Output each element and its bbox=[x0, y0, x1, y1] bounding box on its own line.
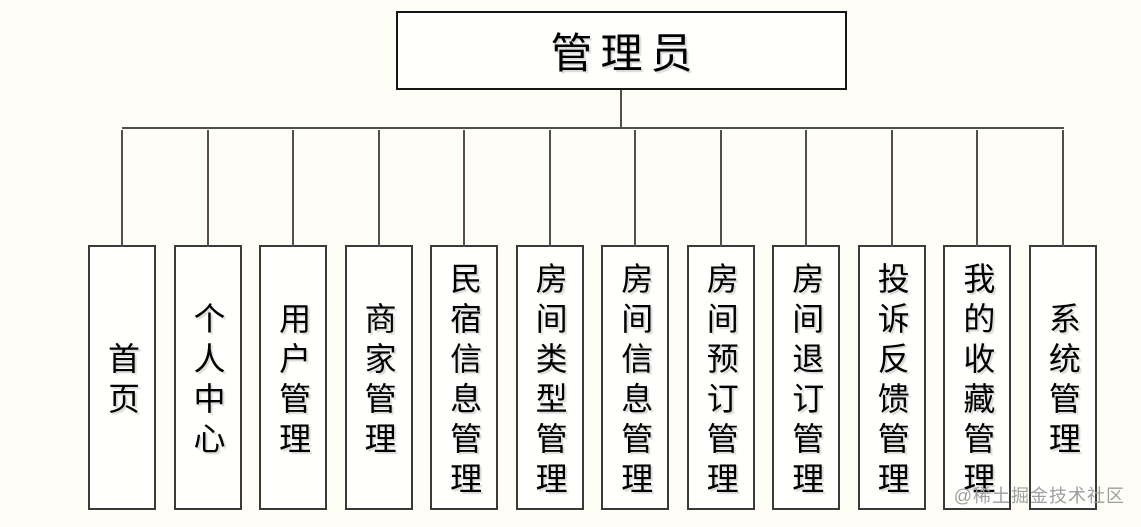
root-node-label: 管理员 bbox=[550, 30, 701, 77]
tree-node-homestay-info-mgmt: 民宿信息管理 bbox=[430, 130, 499, 510]
tree-node-label: 房间信息管理 bbox=[617, 261, 654, 502]
tree-node-room-type-mgmt: 房间类型管理 bbox=[515, 130, 584, 510]
tree-node-room-cancel-mgmt: 房间退订管理 bbox=[772, 130, 841, 510]
tree-children: 首页 个人中心 用户管理 商家管理 民宿信息管理 房间类型管理 房间信息管理 房… bbox=[88, 130, 1097, 510]
tree-node-home: 首页 bbox=[88, 130, 156, 510]
tree-node-label: 首页 bbox=[104, 341, 140, 422]
root-node: 管理员 bbox=[396, 11, 847, 90]
tree-node-complaint-feedback-mgmt: 投诉反馈管理 bbox=[857, 130, 926, 510]
connector-bus bbox=[122, 127, 1064, 129]
tree-node-user-mgmt: 用户管理 bbox=[259, 130, 328, 510]
tree-node-label: 房间类型管理 bbox=[531, 261, 568, 502]
tree-node-label: 房间退订管理 bbox=[788, 261, 825, 502]
tree-node-label: 个人中心 bbox=[189, 301, 226, 462]
tree-node-room-info-mgmt: 房间信息管理 bbox=[601, 130, 670, 510]
tree-node-label: 房间预订管理 bbox=[702, 261, 739, 502]
tree-node-label: 我的收藏管理 bbox=[959, 261, 996, 502]
tree-node-label: 民宿信息管理 bbox=[446, 261, 483, 502]
tree-node-label: 商家管理 bbox=[360, 301, 397, 462]
tree-node-my-favorites-mgmt: 我的收藏管理 bbox=[943, 130, 1012, 510]
tree-node-room-booking-mgmt: 房间预订管理 bbox=[686, 130, 755, 510]
tree-node-label: 系统管理 bbox=[1044, 301, 1081, 462]
tree-node-label: 投诉反馈管理 bbox=[873, 261, 910, 502]
tree-node-label: 用户管理 bbox=[275, 301, 312, 462]
tree-node-system-mgmt: 系统管理 bbox=[1028, 130, 1097, 510]
connector-root-drop bbox=[620, 90, 622, 128]
tree-node-personal-center: 个人中心 bbox=[173, 130, 242, 510]
tree-node-merchant-mgmt: 商家管理 bbox=[344, 130, 413, 510]
watermark: @稀土掘金技术社区 bbox=[953, 486, 1125, 506]
